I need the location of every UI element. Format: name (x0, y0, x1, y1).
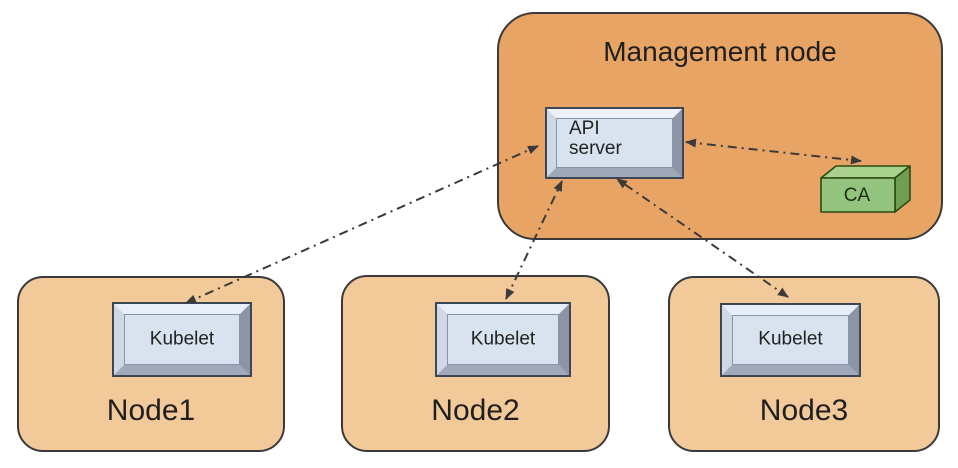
management-node: Management node API server CA (497, 12, 943, 240)
ca-label: CA (843, 184, 871, 206)
node-label-3: Node3 (759, 394, 849, 427)
ca-box: CA (820, 165, 912, 213)
worker-node-2: Kubelet Node2 (341, 275, 610, 452)
node-label-2: Node2 (431, 394, 520, 427)
kubelet-box-2: Kubelet (435, 302, 571, 377)
worker-node-3: Kubelet Node3 (668, 276, 940, 452)
management-node-label: Management node (603, 36, 837, 67)
api-server-box: API server (545, 107, 684, 179)
worker-node-1: Kubelet Node1 (17, 276, 285, 452)
ca-3d-shape (820, 165, 911, 213)
kubelet-label-2: Kubelet (470, 328, 536, 350)
kubelet-label-1: Kubelet (149, 328, 215, 350)
kubelet-label-3: Kubelet (758, 328, 823, 350)
kubelet-box-1: Kubelet (112, 302, 252, 377)
node-label-1: Node1 (106, 394, 196, 427)
api-server-label: API server (569, 118, 622, 159)
kubelet-box-3: Kubelet (720, 303, 861, 377)
ca-front-face (820, 177, 896, 213)
